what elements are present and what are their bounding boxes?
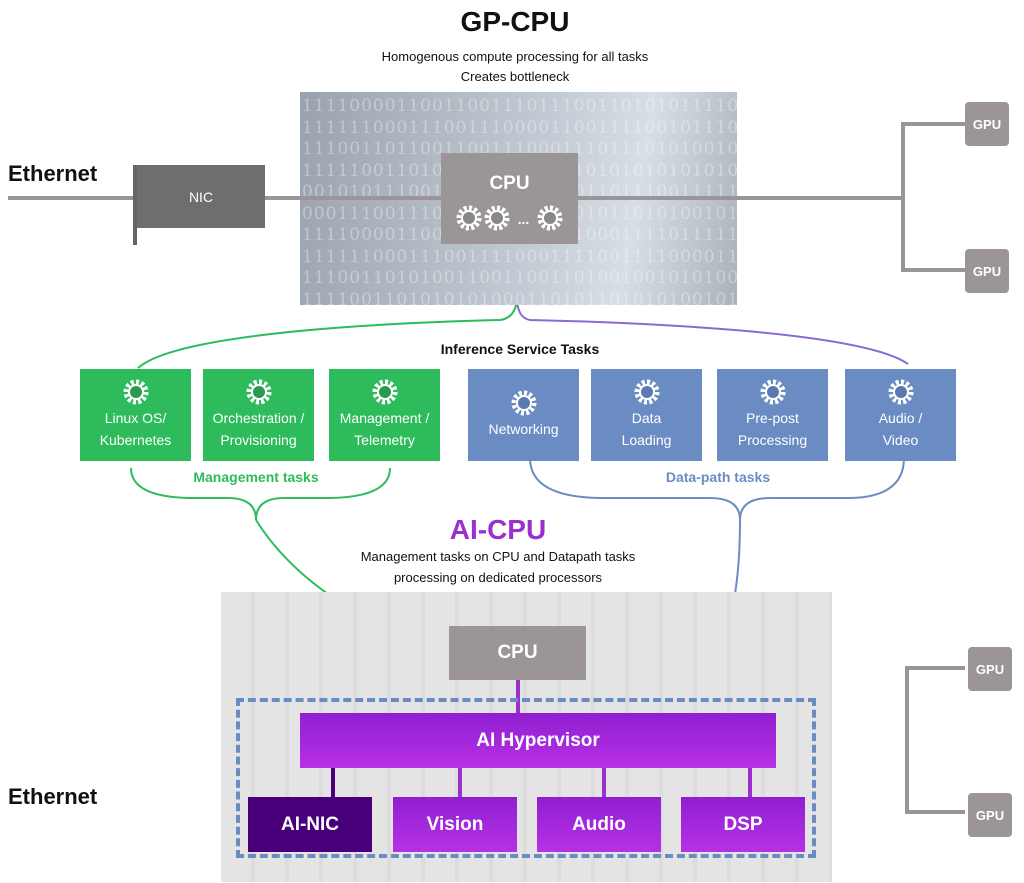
gear-icon (888, 379, 913, 405)
gear-icon (537, 205, 563, 231)
task-label: Kubernetes (99, 432, 172, 448)
nic-card: NIC (137, 165, 265, 228)
ai-cpu-subtitle-2: processing on dedicated processors (393, 570, 603, 585)
dsp-box: DSP (681, 797, 805, 852)
gear-icon (372, 379, 397, 405)
gear-icon (760, 379, 785, 405)
task-card-management: Linux OS/Kubernetes (80, 369, 191, 461)
ai-hypervisor: AI Hypervisor (300, 713, 776, 768)
task-label: Networking (488, 421, 559, 437)
link (602, 768, 606, 797)
gpu-chip: GPU (965, 249, 1009, 293)
task-card-management: Orchestration / Provisioning (203, 369, 314, 461)
gp-cpu-subtitle-1: Homogenous compute processing for all ta… (381, 49, 649, 64)
task-label: Management / (339, 410, 430, 426)
task-label: Linux OS/ (104, 410, 167, 426)
gp-cpu-box: CPU ... (441, 153, 578, 244)
ai-cpu-title: AI-CPU (449, 514, 547, 545)
management-tasks-label: Management tasks (193, 469, 319, 485)
task-label: Data (631, 410, 662, 426)
link (748, 768, 752, 797)
gpu-chip: GPU (965, 102, 1009, 146)
ai-nic-box: AI-NIC (248, 797, 372, 852)
datapath-boundary (236, 698, 816, 858)
vision-box: Vision (393, 797, 517, 852)
gear-icon (634, 379, 659, 405)
gpu-chip: GPU (968, 793, 1012, 837)
ai-cpu-subtitle-1: Management tasks on CPU and Datapath tas… (360, 549, 636, 564)
gp-cpu-subtitle-2: Creates bottleneck (460, 69, 570, 84)
task-card-management: Management / Telemetry (329, 369, 440, 461)
task-label: Loading (621, 432, 672, 448)
gear-icon (123, 379, 148, 405)
link (331, 768, 335, 797)
task-label: Processing (737, 432, 808, 448)
task-label: Video (882, 432, 919, 448)
gp-cpu-title: GP-CPU (460, 6, 570, 37)
nic-bracket (133, 165, 137, 245)
audio-box: Audio (537, 797, 661, 852)
gear-icon (511, 390, 536, 416)
task-label: Audio / (878, 410, 923, 426)
ethernet-label-bottom: Ethernet (8, 784, 98, 809)
cpu-link (516, 680, 520, 713)
gpu-chip: GPU (968, 647, 1012, 691)
ethernet-label-top: Ethernet (8, 161, 98, 186)
ellipsis: ... (517, 211, 530, 227)
task-label: Telemetry (354, 432, 415, 448)
inference-tasks-heading: Inference Service Tasks (440, 341, 600, 357)
task-card-datapath: Networking (468, 369, 579, 461)
gear-icon (246, 379, 271, 405)
task-label: Provisioning (220, 432, 297, 448)
gear-icon (484, 205, 510, 231)
cpu-label: CPU (489, 173, 530, 194)
datapath-tasks-label: Data-path tasks (665, 469, 771, 485)
gear-icon (456, 205, 482, 231)
ai-cpu-box: CPU (449, 626, 586, 680)
task-label: Pre-post (746, 410, 799, 426)
link (458, 768, 462, 797)
gear-row: ... (456, 205, 564, 233)
task-card-datapath: Audio / Video (845, 369, 956, 461)
task-label: Orchestration / (212, 410, 305, 426)
